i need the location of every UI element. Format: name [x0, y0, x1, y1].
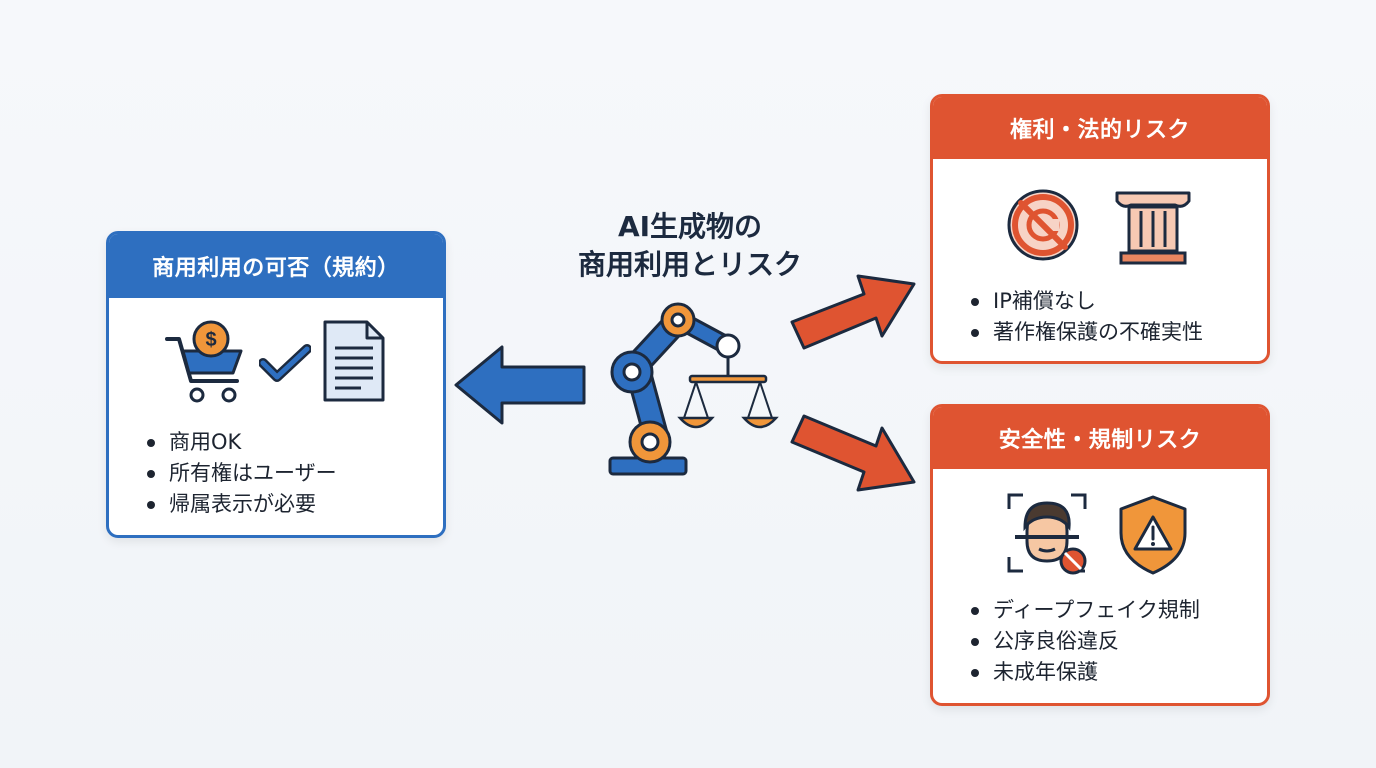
- svg-text:$: $: [205, 329, 216, 351]
- safety-risk-list: ディープフェイク規制 公序良俗違反 未成年保護: [967, 595, 1200, 688]
- legal-risk-list: IP補償なし 著作権保護の不確実性: [967, 286, 1203, 348]
- list-item: 商用OK: [143, 427, 337, 458]
- robot-arm-scales-icon: [608, 302, 779, 476]
- commercial-use-list: 商用OK 所有権はユーザー 帰属表示が必要: [143, 427, 337, 520]
- list-item: ディープフェイク規制: [967, 595, 1200, 626]
- legal-risk-box-title: 権利・法的リスク: [933, 97, 1267, 159]
- list-item: 著作権保護の不確実性: [967, 317, 1203, 348]
- arrow-up-right-red: [790, 274, 916, 350]
- copyright-prohibited-icon: [1007, 189, 1079, 261]
- pillar-icon: [1115, 191, 1191, 265]
- list-item: 公序良俗違反: [967, 626, 1200, 657]
- safety-risk-box-title: 安全性・規制リスク: [933, 407, 1267, 469]
- list-item: IP補償なし: [967, 286, 1203, 317]
- list-item: 所有権はユーザー: [143, 458, 337, 489]
- commercial-use-box: 商用利用の可否（規約） $ 商用OK 所有権はユーザー 帰属表示が必要: [106, 231, 446, 538]
- list-item: 帰属表示が必要: [143, 489, 337, 520]
- list-item: 未成年保護: [967, 657, 1200, 688]
- arrow-left-blue: [454, 345, 586, 425]
- commercial-use-box-title: 商用利用の可否（規約）: [109, 234, 443, 298]
- center-title: AI生成物の 商用利用とリスク: [540, 208, 840, 284]
- center-title-line2: 商用利用とリスク: [577, 248, 802, 281]
- face-recognition-prohibited-icon: [1007, 493, 1087, 575]
- shopping-cart-dollar-icon: $: [165, 320, 243, 403]
- center-title-line1: AI生成物の: [617, 210, 763, 243]
- arrow-down-right-red: [790, 414, 916, 492]
- document-icon: [323, 320, 385, 402]
- legal-risk-box: 権利・法的リスク IP補償なし 著作権保護の不確実性: [930, 94, 1270, 364]
- safety-risk-box: 安全性・規制リスク ディープフェイク規制 公序良俗違反 未成年保護: [930, 404, 1270, 706]
- warning-shield-icon: [1119, 495, 1187, 575]
- checkmark-icon: [259, 344, 311, 382]
